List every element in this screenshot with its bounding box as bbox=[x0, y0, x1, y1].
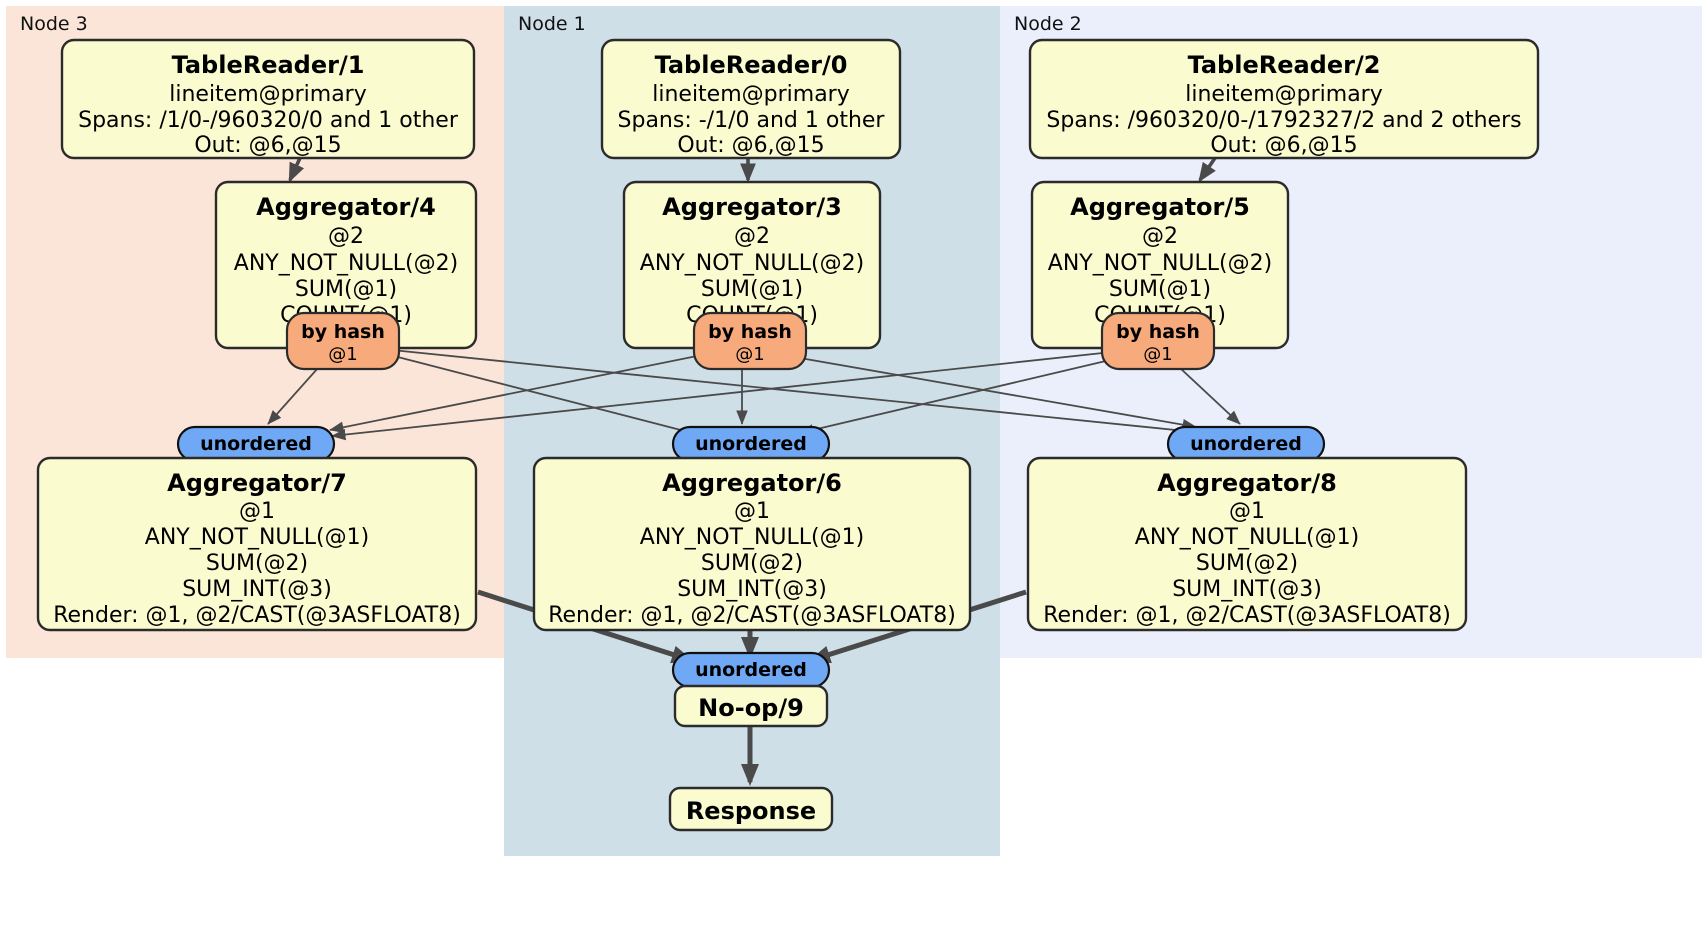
router-byhash-right[interactable]: by hash @1 bbox=[1100, 311, 1216, 371]
aggregator7-line-1: ANY_NOT_NULL(@1) bbox=[145, 525, 369, 550]
edge-hashright-unorderedleft bbox=[331, 351, 1113, 441]
byhash-middle-sub: @1 bbox=[735, 344, 764, 365]
byhash-right-sub: @1 bbox=[1143, 344, 1172, 365]
aggregator8-line-3: SUM_INT(@3) bbox=[1172, 577, 1322, 602]
tablereader1-line-1: Spans: /1/0-/960320/0 and 1 other bbox=[78, 108, 459, 133]
edges-reader-to-aggregator bbox=[288, 156, 1217, 183]
aggregator5-title: Aggregator/5 bbox=[1070, 193, 1250, 221]
aggregator3-line-2: SUM(@1) bbox=[701, 277, 803, 302]
aggregator4-line-2: SUM(@1) bbox=[295, 277, 397, 302]
router-byhash-left[interactable]: by hash @1 bbox=[285, 311, 401, 371]
edge-tablereader2-aggregator5 bbox=[1198, 156, 1217, 183]
byhash-left-sub: @1 bbox=[328, 344, 357, 365]
tablereader1-line-0: lineitem@primary bbox=[169, 82, 367, 107]
aggregator6-line-0: @1 bbox=[734, 499, 770, 524]
aggregator5-line-0: @2 bbox=[1142, 224, 1178, 249]
panel-node2-label: Node 2 bbox=[1014, 13, 1082, 35]
tablereader2-line-1: Spans: /960320/0-/1792327/2 and 2 others bbox=[1046, 108, 1521, 133]
tablereader0-line-1: Spans: -/1/0 and 1 other bbox=[618, 108, 886, 133]
edge-hashleft-unorderedright bbox=[391, 349, 1196, 437]
aggregator3-title: Aggregator/3 bbox=[662, 193, 842, 221]
aggregator3-line-1: ANY_NOT_NULL(@2) bbox=[640, 251, 864, 276]
aggregator5-line-2: SUM(@1) bbox=[1109, 277, 1211, 302]
aggregator5-line-1: ANY_NOT_NULL(@2) bbox=[1048, 251, 1272, 276]
tablereader2-line-2: Out: @6,@15 bbox=[1210, 133, 1357, 158]
byhash-left-label: by hash bbox=[301, 321, 385, 343]
tablereader2-title: TableReader/2 bbox=[1188, 51, 1381, 79]
edge-hashright-unorderedmiddle bbox=[799, 359, 1111, 436]
processor-tablereader0[interactable]: TableReader/0 lineitem@primary Spans: -/… bbox=[600, 38, 902, 160]
processor-tablereader1[interactable]: TableReader/1 lineitem@primary Spans: /1… bbox=[60, 38, 476, 160]
edge-hashleft-unorderedmiddle bbox=[389, 354, 701, 438]
unordered-middle-label: unordered bbox=[695, 433, 807, 455]
aggregator8-line-1: ANY_NOT_NULL(@1) bbox=[1135, 525, 1359, 550]
aggregator4-line-1: ANY_NOT_NULL(@2) bbox=[234, 251, 458, 276]
processor-aggregator6[interactable]: Aggregator/6 @1 ANY_NOT_NULL(@1) SUM(@2)… bbox=[532, 456, 972, 632]
unordered-right-label: unordered bbox=[1190, 433, 1302, 455]
aggregator7-line-3: SUM_INT(@3) bbox=[182, 577, 332, 602]
synchronizer-unordered-left[interactable]: unordered bbox=[176, 425, 336, 463]
synchronizer-unordered-final[interactable]: unordered bbox=[671, 651, 831, 689]
tablereader0-title: TableReader/0 bbox=[655, 51, 848, 79]
aggregator8-line-0: @1 bbox=[1229, 499, 1265, 524]
aggregator7-line-4: Render: @1, @2/CAST(@3ASFLOAT8) bbox=[53, 603, 461, 628]
panel-node1-label: Node 1 bbox=[518, 13, 586, 35]
aggregator6-line-1: ANY_NOT_NULL(@1) bbox=[640, 525, 864, 550]
aggregator8-line-2: SUM(@2) bbox=[1196, 551, 1298, 576]
noop9-title: No-op/9 bbox=[698, 694, 804, 722]
aggregator7-title: Aggregator/7 bbox=[167, 469, 347, 497]
processor-noop9[interactable]: No-op/9 bbox=[673, 684, 829, 728]
aggregator8-title: Aggregator/8 bbox=[1157, 469, 1337, 497]
aggregator6-line-2: SUM(@2) bbox=[701, 551, 803, 576]
response-title: Response bbox=[686, 797, 816, 825]
synchronizer-unordered-right[interactable]: unordered bbox=[1166, 425, 1326, 463]
aggregator3-line-0: @2 bbox=[734, 224, 770, 249]
tablereader1-title: TableReader/1 bbox=[172, 51, 365, 79]
processor-aggregator8[interactable]: Aggregator/8 @1 ANY_NOT_NULL(@1) SUM(@2)… bbox=[1026, 456, 1468, 632]
processor-response[interactable]: Response bbox=[668, 786, 834, 832]
edges-hash-to-unordered bbox=[267, 349, 1241, 441]
edge-hashright-unorderedright bbox=[1179, 367, 1241, 425]
router-byhash-middle[interactable]: by hash @1 bbox=[692, 311, 808, 371]
aggregator4-title: Aggregator/4 bbox=[256, 193, 436, 221]
unordered-left-label: unordered bbox=[200, 433, 312, 455]
aggregator6-line-4: Render: @1, @2/CAST(@3ASFLOAT8) bbox=[548, 603, 956, 628]
processor-tablereader2[interactable]: TableReader/2 lineitem@primary Spans: /9… bbox=[1028, 38, 1540, 160]
processor-aggregator7[interactable]: Aggregator/7 @1 ANY_NOT_NULL(@1) SUM(@2)… bbox=[36, 456, 478, 632]
aggregator8-line-4: Render: @1, @2/CAST(@3ASFLOAT8) bbox=[1043, 603, 1451, 628]
edge-hashleft-unorderedleft bbox=[267, 367, 319, 425]
tablereader0-line-2: Out: @6,@15 bbox=[677, 133, 824, 158]
byhash-middle-label: by hash bbox=[708, 321, 792, 343]
aggregator7-line-0: @1 bbox=[239, 499, 275, 524]
edge-hashmiddle-unorderedright bbox=[799, 357, 1197, 431]
edge-tablereader1-aggregator4 bbox=[288, 157, 305, 183]
aggregator4-line-0: @2 bbox=[328, 224, 364, 249]
tablereader0-line-0: lineitem@primary bbox=[652, 82, 850, 107]
tablereader2-line-0: lineitem@primary bbox=[1185, 82, 1383, 107]
unordered-final-label: unordered bbox=[695, 659, 807, 681]
aggregator6-line-3: SUM_INT(@3) bbox=[677, 577, 827, 602]
panel-node3-label: Node 3 bbox=[20, 13, 88, 35]
byhash-right-label: by hash bbox=[1116, 321, 1200, 343]
aggregator7-line-2: SUM(@2) bbox=[206, 551, 308, 576]
synchronizer-unordered-middle[interactable]: unordered bbox=[671, 425, 831, 463]
aggregator6-title: Aggregator/6 bbox=[662, 469, 842, 497]
processor-aggregator4[interactable]: Aggregator/4 @2 ANY_NOT_NULL(@2) SUM(@1)… bbox=[214, 180, 478, 350]
edge-hashmiddle-unorderedleft bbox=[329, 354, 703, 433]
tablereader1-line-2: Out: @6,@15 bbox=[194, 133, 341, 158]
